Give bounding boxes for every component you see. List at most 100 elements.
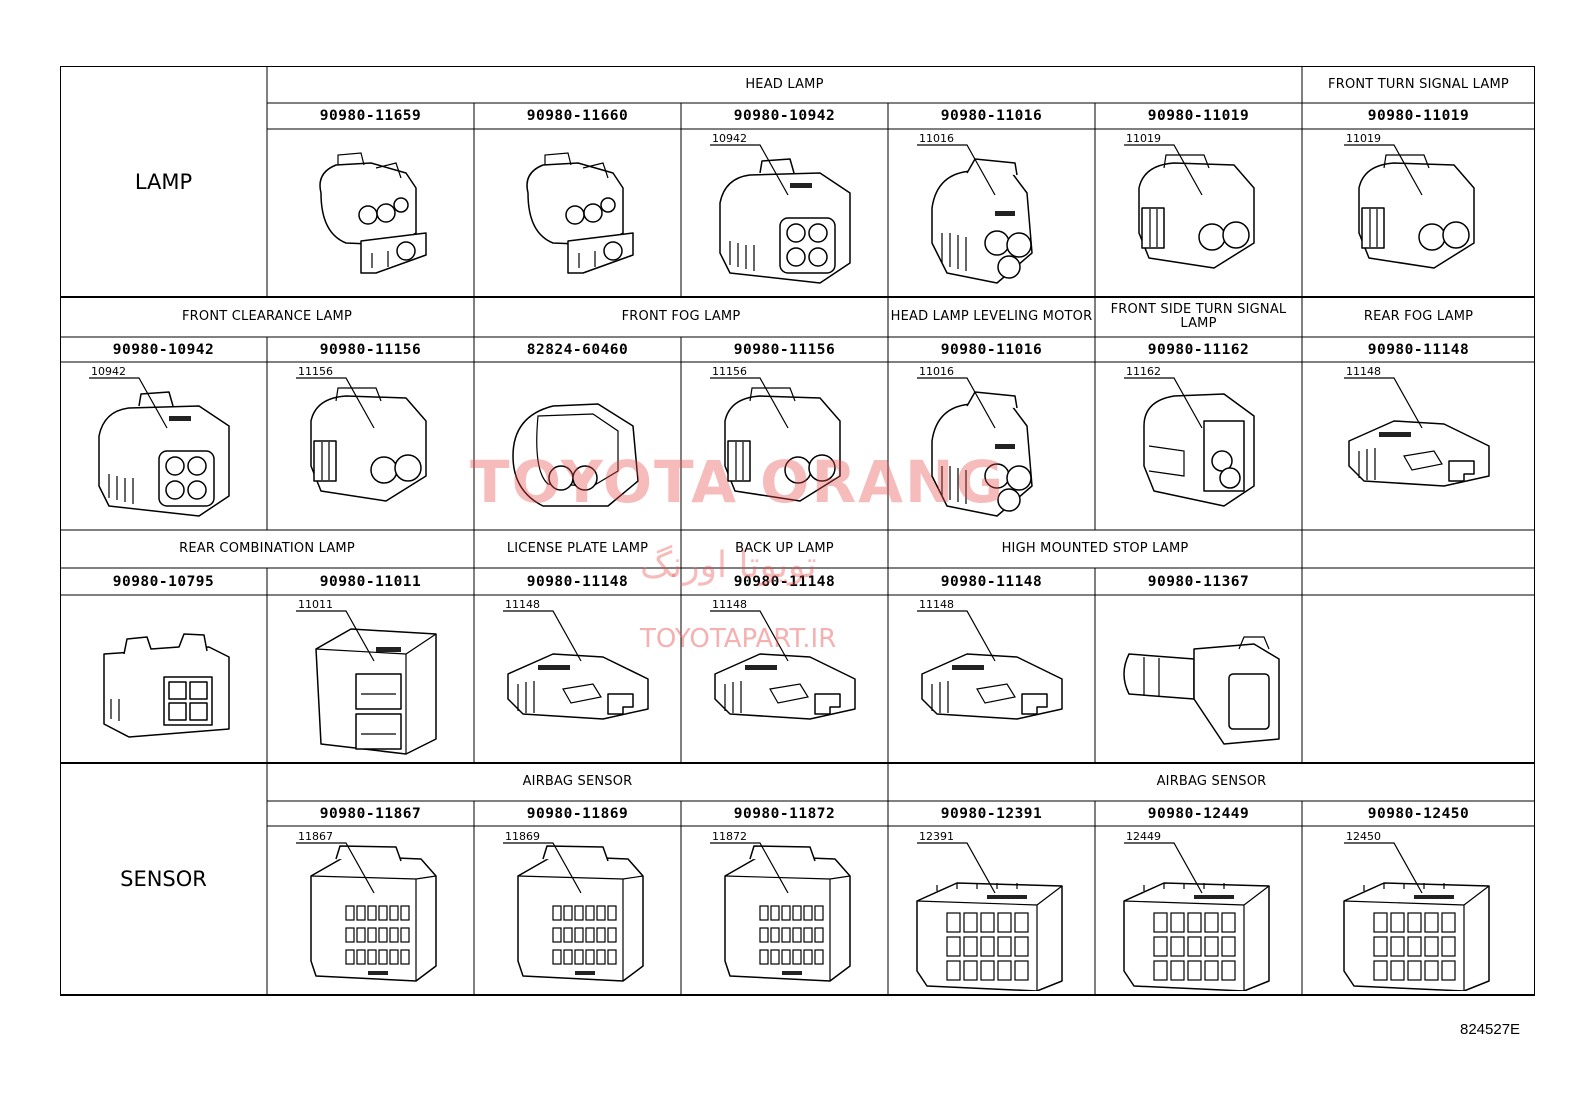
multi-pin-connector-icon: 11869	[502, 831, 644, 982]
part-number: 90980-11016	[940, 108, 1043, 124]
connector-picture	[474, 129, 681, 297]
part-number: 82824-60460	[526, 341, 629, 358]
connector-picture: 11162	[1095, 362, 1302, 530]
svg-text:11156: 11156	[298, 366, 333, 378]
group-header: FRONT CLEARANCE LAMP	[181, 309, 352, 324]
group-header: HEAD LAMP LEVELING MOTOR	[890, 309, 1093, 324]
part-number: 90980-11162	[1147, 341, 1250, 358]
connector-picture: 12450	[1302, 826, 1535, 995]
connector-picture: 11148	[681, 595, 888, 763]
svg-text:11148: 11148	[505, 599, 540, 611]
grid-connector-icon: 12450	[1342, 831, 1490, 991]
svg-text:11148: 11148	[712, 599, 747, 611]
group-header: REAR FOG LAMP	[1363, 309, 1474, 324]
connector-picture: 11869	[474, 826, 681, 995]
part-number: 90980-11148	[1367, 341, 1470, 358]
svg-text:11016: 11016	[919, 366, 954, 378]
connector-picture	[474, 362, 681, 530]
connector-picture: 11016	[888, 362, 1095, 530]
part-number: 90980-11019	[1147, 108, 1250, 124]
three-pin-round-connector-icon: 11016	[916, 133, 1033, 284]
group-header: AIRBAG SENSOR	[1156, 774, 1267, 789]
svg-text:11148: 11148	[1346, 366, 1381, 378]
part-number: 90980-12391	[940, 805, 1043, 822]
group-header	[1304, 530, 1533, 568]
connector-picture: 11011	[267, 595, 474, 763]
flat-two-pin-connector-icon: 11148	[1343, 366, 1490, 487]
two-pin-round-connector-icon: 11019	[1343, 133, 1475, 269]
part-number: 90980-11148	[526, 573, 629, 590]
group-header: FRONT FOG LAMP	[621, 309, 741, 324]
section-label-sensor: SENSOR	[120, 867, 207, 891]
part-number: 90980-12450	[1367, 805, 1470, 822]
part-number: 90980-12449	[1147, 805, 1250, 822]
part-number: 90980-11156	[319, 341, 422, 358]
grid-connector-icon: 12391	[915, 831, 1063, 991]
part-number: 90980-11872	[733, 805, 836, 822]
side-turn-connector-icon: 11162	[1123, 366, 1255, 507]
svg-text:12391: 12391	[919, 831, 954, 843]
connector-picture: 11872	[681, 826, 888, 995]
two-pin-round-connector-icon: 11156	[295, 366, 427, 502]
flat-two-pin-connector-icon: 11148	[502, 599, 649, 720]
part-number: 90980-11019	[1367, 108, 1470, 124]
two-pin-round-connector-icon: 11156	[709, 366, 841, 502]
four-square-pin-connector-icon	[102, 633, 230, 738]
svg-text:10942: 10942	[91, 366, 126, 378]
svg-text:10942: 10942	[712, 133, 747, 145]
svg-text:11148: 11148	[919, 599, 954, 611]
connector-picture: 11867	[267, 826, 474, 995]
part-number: 90980-10942	[733, 108, 836, 124]
flat-two-pin-connector-icon: 11148	[916, 599, 1063, 720]
multi-pin-connector-icon: 11867	[295, 831, 437, 982]
group-header: FRONT TURN SIGNAL LAMP	[1328, 76, 1509, 92]
box-connector-icon: 11011	[295, 599, 437, 755]
part-number: 90980-11016	[940, 341, 1043, 358]
part-number: 90980-11867	[319, 805, 422, 822]
multi-pin-connector-icon: 11872	[709, 831, 851, 982]
connector-picture: 11148	[1302, 362, 1535, 530]
part-number: 90980-11156	[733, 341, 836, 358]
svg-text:11156: 11156	[712, 366, 747, 378]
flat-two-pin-connector-icon: 11148	[709, 599, 856, 720]
svg-text:11016: 11016	[919, 133, 954, 145]
svg-text:11019: 11019	[1126, 133, 1161, 145]
part-number: 90980-11869	[526, 805, 629, 822]
group-header: LICENSE PLATE LAMP	[506, 541, 649, 556]
part-number: 90980-11660	[526, 108, 629, 124]
svg-text:11162: 11162	[1126, 366, 1161, 378]
svg-text:12450: 12450	[1346, 831, 1381, 843]
four-pin-connector-icon: 10942	[88, 366, 230, 517]
connector-picture: 12449	[1095, 826, 1302, 995]
connector-picture: 12391	[888, 826, 1095, 995]
connector-picture	[60, 595, 267, 763]
connector-picture: 11148	[474, 595, 681, 763]
svg-text:11872: 11872	[712, 831, 747, 843]
part-number: 90980-11011	[319, 573, 422, 590]
part-number	[1302, 568, 1535, 595]
four-pin-connector-icon: 10942	[709, 133, 851, 284]
table-grid	[60, 66, 1535, 997]
connector-picture: 11156	[681, 362, 888, 530]
group-header: FRONT SIDE TURN SIGNAL LAMP	[1110, 302, 1287, 331]
fog-lamp-connector-icon	[511, 403, 639, 507]
part-number: 90980-10795	[112, 573, 215, 590]
grid-connector-icon: 12449	[1122, 831, 1270, 991]
connector-picture	[1095, 595, 1302, 763]
svg-text:12449: 12449	[1126, 831, 1161, 843]
three-pin-round-connector-icon: 11016	[916, 366, 1033, 517]
svg-text:11011: 11011	[298, 599, 333, 611]
empty-picture	[1302, 595, 1535, 763]
part-number: 90980-11367	[1147, 573, 1250, 590]
part-number: 90980-10942	[112, 341, 215, 358]
group-header: AIRBAG SENSOR	[522, 774, 633, 789]
part-number: 90980-11148	[733, 573, 836, 590]
head-lamp-connector-icon	[318, 152, 427, 274]
group-header: REAR COMBINATION LAMP	[179, 541, 355, 556]
connector-picture: 11019	[1302, 129, 1535, 297]
plug-connector-icon	[1122, 636, 1280, 745]
svg-text:11869: 11869	[505, 831, 540, 843]
connector-picture: 11016	[888, 129, 1095, 297]
group-header: HEAD LAMP	[745, 76, 824, 92]
figure-code: 824527E	[1460, 1021, 1521, 1038]
